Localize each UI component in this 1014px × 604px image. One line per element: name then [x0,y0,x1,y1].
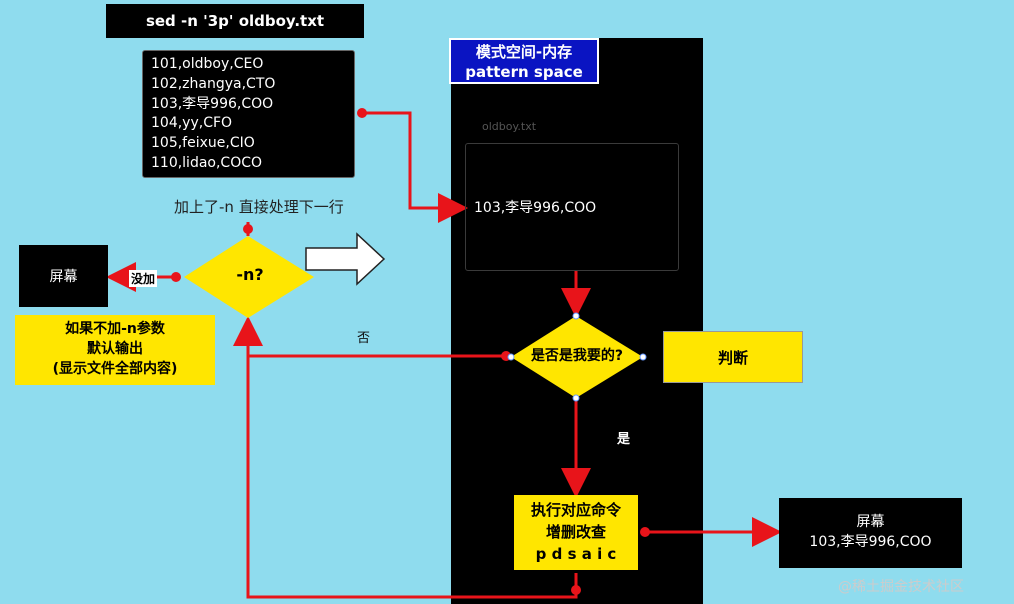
exec-line: p d s a i c [535,545,617,563]
file-line: 104,yy,CFO [151,115,233,132]
default-output-note: 如果不加-n参数 默认输出 (显示文件全部内容) [15,315,215,385]
site-watermark: @稀土掘金技术社区 [838,579,964,595]
note-line: 默认输出 [87,341,143,357]
file-line: 103,李导996,COO [151,95,274,112]
judge-box: 判断 [663,331,803,383]
n-decision-diamond [184,236,314,318]
main-decision-diamond [511,316,643,398]
current-line-box: 103,李导996,COO [465,143,679,271]
no-branch-label: 否 [357,331,371,346]
arrow-dot [571,585,581,595]
pattern-space-title-en: pattern space [465,63,583,81]
block-arrow-icon [305,232,386,286]
note-line: 如果不加-n参数 [65,321,165,337]
command-title: sed -n '3p' oldboy.txt [106,4,364,38]
arrow-dot [243,224,253,234]
note-line: (显示文件全部内容) [52,361,178,377]
file-line: 105,feixue,CIO [151,135,255,152]
screen-right-value: 103,李导996,COO [809,534,932,550]
pattern-space-label: 模式空间-内存 pattern space [449,38,599,84]
pattern-space-title-cn: 模式空间-内存 [475,43,573,61]
screen-right-box: 屏幕 103,李导996,COO [779,498,962,568]
arrow-file-to-pattern [362,111,468,223]
exec-line: 增删改查 [545,523,606,541]
file-line: 102,zhangya,CTO [151,75,276,92]
arrow-dot [640,527,650,537]
execute-command-box: 执行对应命令 增删改查 p d s a i c [514,495,638,570]
file-content-box: 101,oldboy,CEO 102,zhangya,CTO 103,李导996… [142,50,355,178]
file-line: 110,lidao,COCO [151,154,263,171]
yes-branch-label: 是 [617,432,631,447]
no-add-label: 没加 [129,270,158,287]
judge-label: 判断 [717,348,748,367]
add-n-label: 加上了-n 直接处理下一行 [174,198,344,216]
n-decision-label: -n? [236,265,264,284]
exec-line: 执行对应命令 [530,501,621,519]
arrow-dot [171,272,181,282]
arrow-no-to-n [233,316,506,358]
screen-left-box: 屏幕 [19,245,108,307]
screen-right-title: 屏幕 [856,514,885,530]
screen-left-label: 屏幕 [49,269,78,285]
main-decision-label: 是否是我要的? [530,348,624,364]
current-line: 103,李导996,COO [474,200,597,216]
oldboy-file-label: oldboy.txt [482,120,537,133]
arrow-dot [357,108,367,118]
file-line: 101,oldboy,CEO [151,56,264,72]
